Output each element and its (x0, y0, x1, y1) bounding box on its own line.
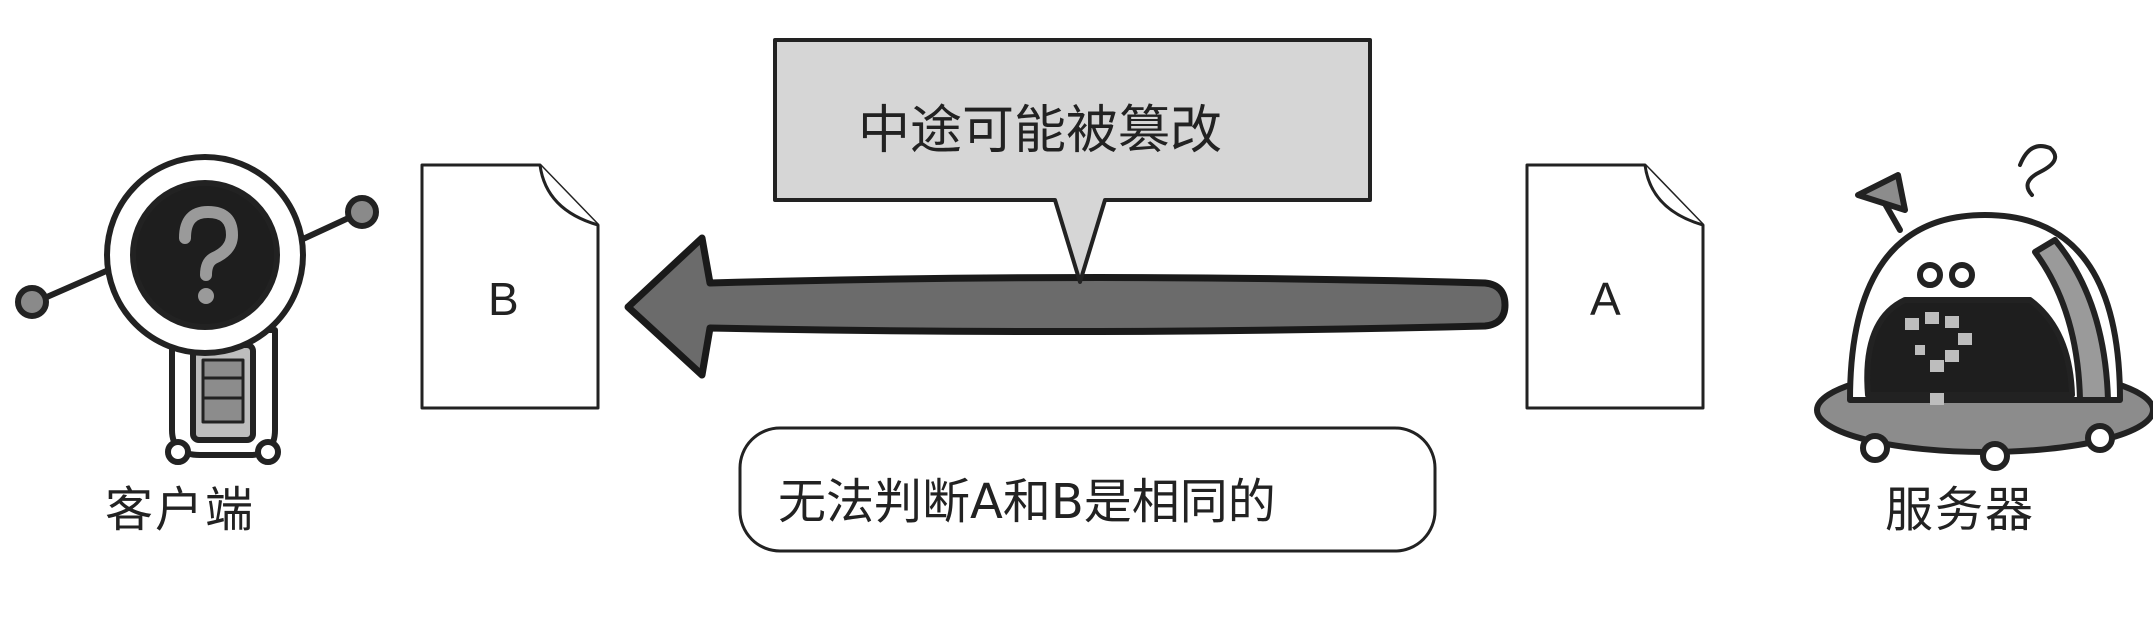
tamper-callout-text: 中途可能被篡改 (858, 101, 1223, 161)
document-b-icon (420, 163, 600, 410)
document-a-label: A (1590, 273, 1621, 325)
transfer-arrow (624, 234, 1509, 379)
tamper-callout (773, 38, 1372, 284)
client-label: 客户端 (105, 482, 256, 538)
dome-robot-icon (1814, 144, 2153, 471)
document-a-icon (1525, 163, 1705, 410)
server-label: 服务器 (1885, 482, 2036, 538)
confused-robot-icon (15, 154, 379, 465)
same-check-note (738, 426, 1437, 553)
document-b-label: B (488, 273, 519, 325)
same-check-note-text: 无法判断A和B是相同的 (778, 474, 1276, 530)
